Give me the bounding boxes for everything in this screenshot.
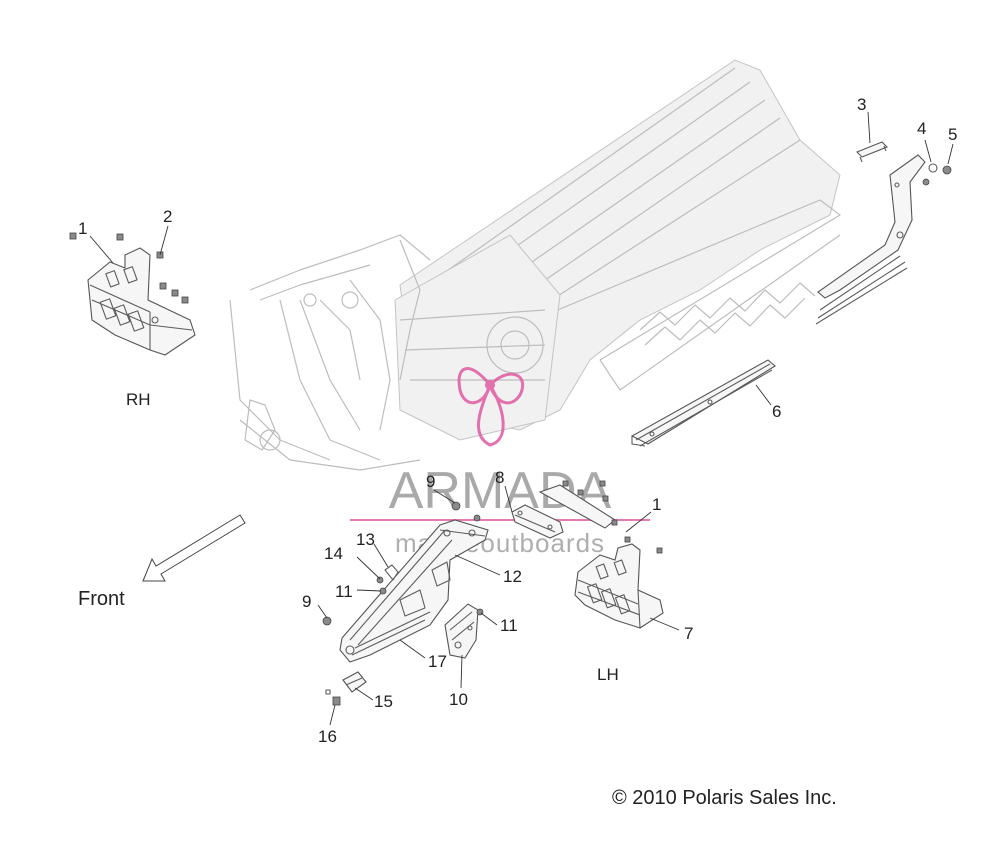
part-12-17-bracket: [339, 501, 489, 663]
callout-6: 6: [772, 402, 781, 421]
callout-8: 8: [495, 468, 504, 487]
callout-1-rh: 1: [78, 219, 87, 238]
copyright: © 2010 Polaris Sales Inc.: [612, 787, 837, 809]
callout-12: 12: [503, 567, 522, 586]
label-front: Front: [78, 588, 125, 610]
part-8-bracket: [511, 480, 663, 554]
rear-bumper: [815, 154, 926, 325]
part-13-clip: [376, 564, 399, 595]
part-4-washer: [922, 163, 938, 186]
part-5-nut: [942, 165, 952, 175]
callout-11-left: 11: [335, 582, 353, 601]
part-10-plate: [444, 603, 484, 659]
propeller-icon: [457, 367, 525, 447]
callout-17: 17: [428, 652, 447, 671]
callout-13: 13: [356, 530, 375, 549]
callouts: 1 2 3 4 5 6 7 8 9 9 10 11 11 12 13 14 15…: [78, 95, 957, 746]
callout-9-top: 9: [426, 472, 435, 491]
part-6-rail: [630, 359, 776, 447]
part-9-nut-left: [322, 616, 332, 626]
leader-lines: [89, 111, 954, 726]
callout-1-lh: 1: [652, 495, 661, 514]
callout-11-right: 11: [500, 616, 518, 635]
part-7-lh-plate: [574, 543, 664, 629]
part-3-clamp: [856, 141, 888, 163]
callout-5: 5: [948, 125, 957, 144]
part-16-bolt: [325, 689, 341, 706]
callout-16: 16: [318, 727, 337, 746]
callout-9-left: 9: [302, 592, 311, 611]
label-lh: LH: [597, 665, 619, 684]
callout-10: 10: [449, 690, 468, 709]
chassis-frame: [229, 59, 841, 471]
callout-2: 2: [163, 207, 172, 226]
callout-4: 4: [917, 119, 926, 138]
callout-3: 3: [857, 95, 866, 114]
front-arrow-icon: [142, 514, 246, 582]
callout-7: 7: [684, 624, 693, 643]
callout-14: 14: [324, 544, 343, 563]
label-rh: RH: [126, 390, 151, 409]
part-1-rh-plate: [87, 247, 196, 356]
part-15-block: [342, 671, 367, 693]
callout-15: 15: [374, 692, 393, 711]
